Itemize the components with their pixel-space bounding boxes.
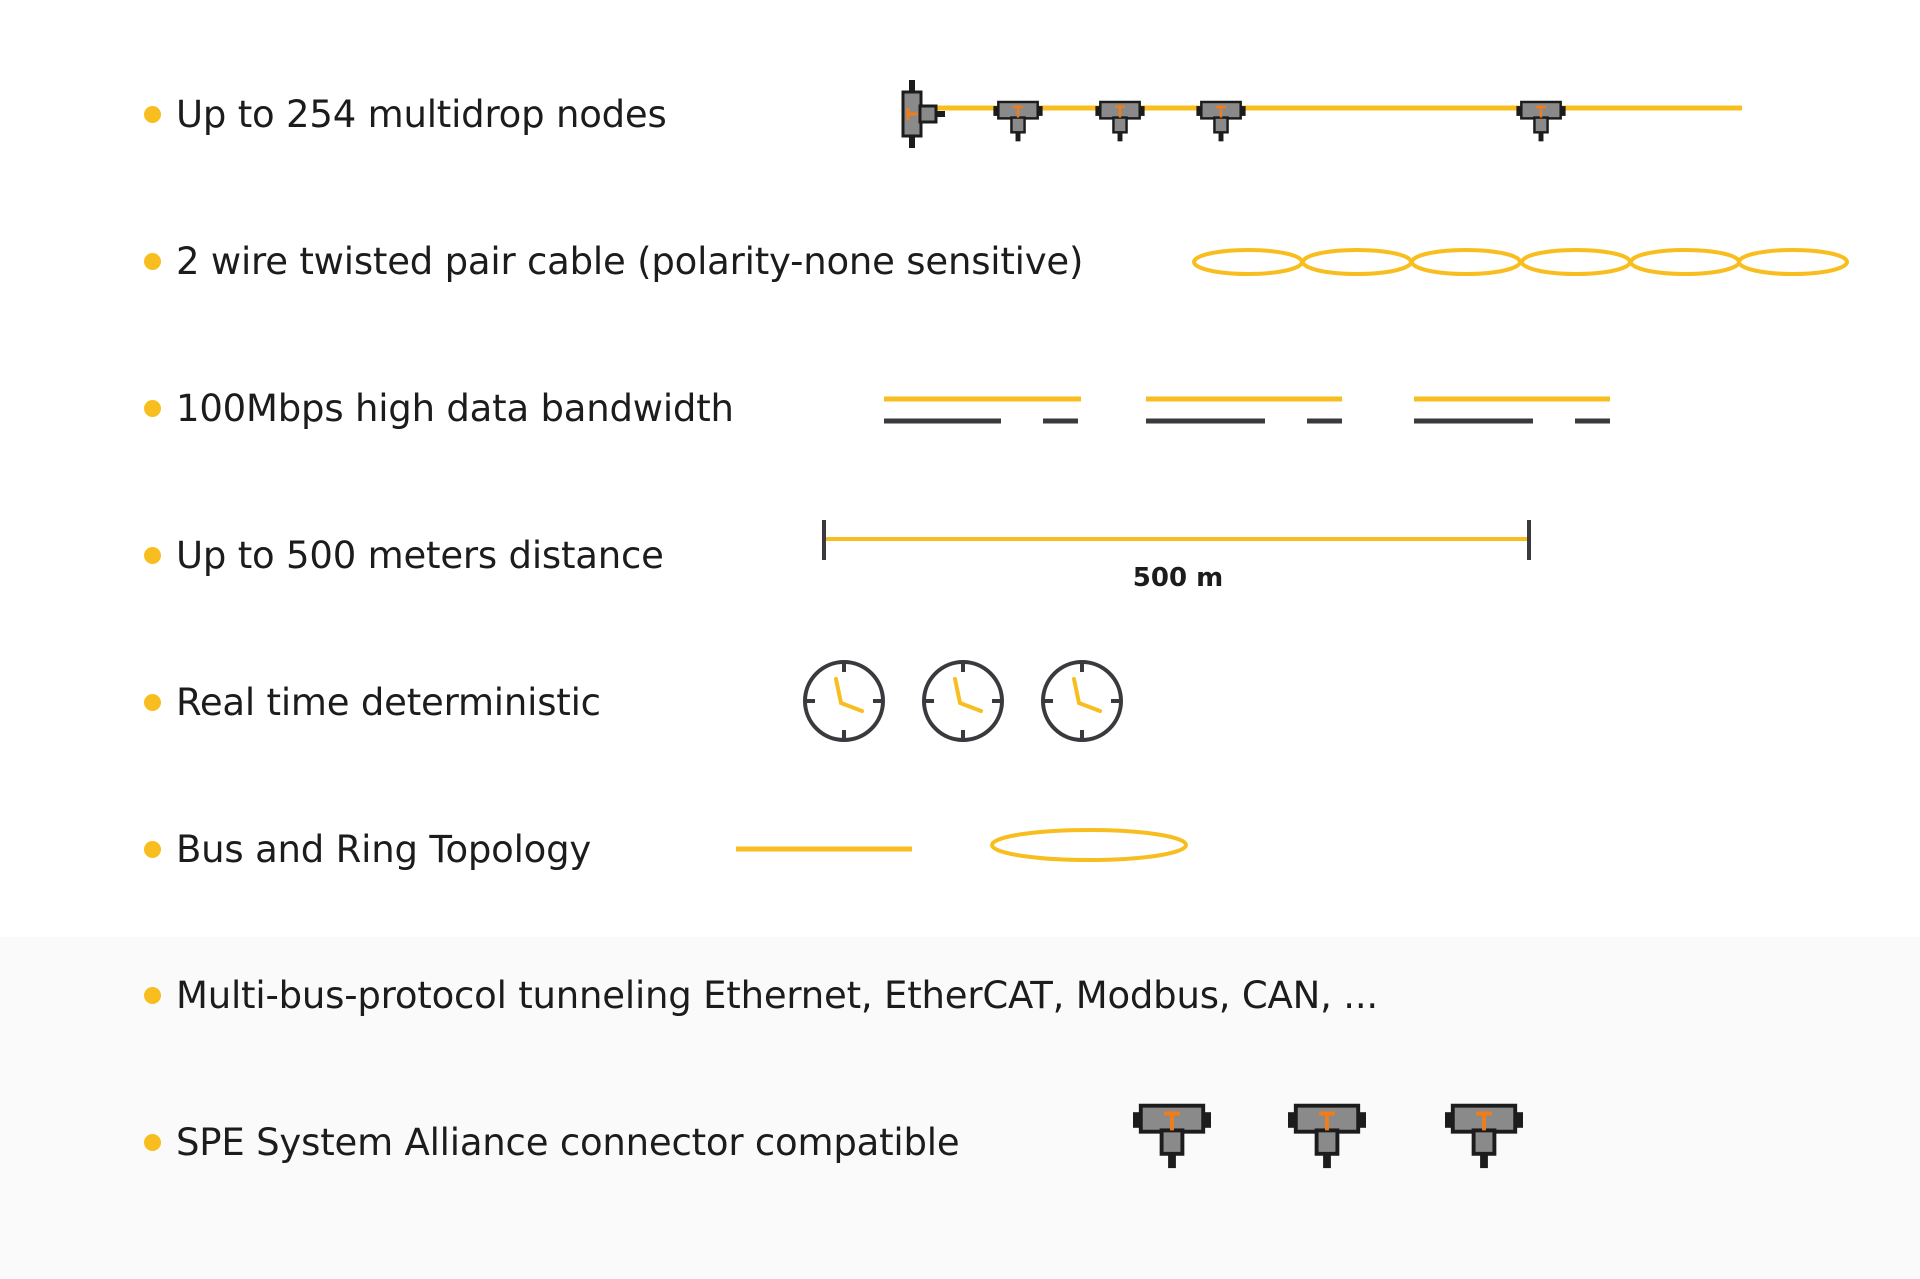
feature-label: 100Mbps high data bandwidth [176,387,734,430]
clocks-group [803,660,1123,742]
feature-label: Bus and Ring Topology [176,828,592,871]
lower-background-panel [0,937,1920,1279]
ring-icon [990,828,1188,862]
bullet-icon [144,547,161,564]
feature-label: Up to 254 multidrop nodes [176,93,667,136]
bullet-icon [144,106,161,123]
clock-icon [922,660,1004,742]
twist-loop [1629,248,1741,276]
clock-icon [1041,660,1123,742]
bus-ring-topology-icon [736,828,1188,862]
feature-label: Real time deterministic [176,681,601,724]
end-connector-icon [901,80,945,148]
t-connector-icon [1195,100,1247,143]
feature-label: SPE System Alliance connector compatible [176,1121,960,1164]
twisted-pair-icon [1192,248,1849,276]
spe-connectors-group [1131,1103,1525,1171]
t-connector-icon [1443,1103,1525,1171]
bullet-icon [144,1134,161,1151]
feature-topology: Bus and Ring Topology [0,805,1920,895]
feature-distance: Up to 500 meters distance [0,511,1920,601]
bullet-icon [144,841,161,858]
data-bandwidth-icon [884,396,1610,424]
multidrop-bus-connectors-icon [901,80,1742,148]
feature-connector-compatible: SPE System Alliance connector compatible [0,1098,1920,1188]
bullet-icon [144,694,161,711]
distance-scale-icon: 500 m [822,520,1531,593]
t-connector-icon [992,100,1044,143]
bullet-icon [144,253,161,270]
bullet-icon [144,987,161,1004]
clock-icon [803,660,885,742]
t-connector-icon [1286,1103,1368,1171]
feature-real-time: Real time deterministic [0,658,1920,748]
feature-label: 2 wire twisted pair cable (polarity-none… [176,240,1084,283]
feature-protocol-tunneling: Multi-bus-protocol tunneling Ethernet, E… [0,951,1920,1041]
twist-loop [1520,248,1632,276]
feature-label: Multi-bus-protocol tunneling Ethernet, E… [176,974,1378,1017]
t-connector-icon [1131,1103,1213,1171]
twist-loop [1192,248,1304,276]
twist-loop [1737,248,1849,276]
feature-multidrop-nodes: Up to 254 multidrop nodes [0,70,1920,160]
distance-label: 500 m [1133,563,1223,593]
feature-twisted-pair: 2 wire twisted pair cable (polarity-none… [0,217,1920,307]
twist-loop [1301,248,1413,276]
feature-data-bandwidth: 100Mbps high data bandwidth [0,364,1920,454]
t-connector-icon [1094,100,1146,143]
feature-label: Up to 500 meters distance [176,534,664,577]
bullet-icon [144,400,161,417]
t-connector-icon [1515,100,1567,143]
twist-loop [1410,248,1522,276]
